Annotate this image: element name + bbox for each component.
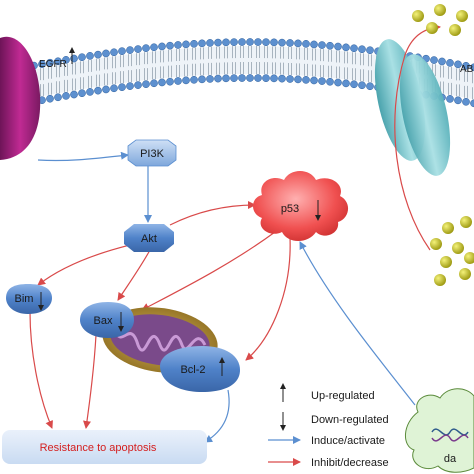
arrow-dna-p53: [299, 241, 416, 406]
egfr-label: EGFR: [39, 59, 67, 70]
bcl2-label: Bcl-2: [180, 364, 205, 376]
drug-molecule: [430, 238, 442, 250]
dna-damage-cloud: [405, 388, 474, 473]
drug-molecule: [452, 242, 464, 254]
legend-inhibit-label: Inhibit/decrease: [311, 457, 389, 469]
legend-up-label: Up-regulated: [311, 390, 375, 402]
akt-label: Akt: [141, 233, 157, 245]
abc-label: AB: [460, 64, 474, 75]
pi3k-label: PI3K: [140, 148, 165, 160]
arrow-akt-bim: [37, 244, 131, 286]
arrow-egfr-pi3k: [37, 151, 129, 162]
egfr-receptor: [0, 36, 41, 160]
akt-node: [124, 224, 174, 252]
bax-label: Bax: [94, 315, 113, 327]
arrow-bcl2-outcome: [204, 389, 230, 443]
arrow-akt-p53: [169, 201, 256, 226]
drug-molecule: [440, 256, 452, 268]
abc-transporter: [374, 39, 451, 176]
arrow-akt-bax: [117, 249, 151, 301]
outcome-box: [2, 430, 207, 464]
pi3k-node: [127, 139, 177, 167]
dna-damage-label: da: [444, 453, 457, 465]
drug-molecule: [449, 24, 461, 36]
drug-molecule: [456, 10, 468, 22]
drug-molecule: [442, 222, 454, 234]
drug-molecule: [434, 4, 446, 16]
drug-molecule: [426, 22, 438, 34]
drug-molecule: [459, 268, 471, 280]
arrow-bim-outcome: [29, 311, 53, 429]
arrow-p53-bcl2: [245, 237, 291, 361]
drug-molecule: [412, 10, 424, 22]
outcome-label: Resistance to apoptosis: [40, 442, 157, 454]
drug-molecules: [412, 4, 474, 286]
efflux-arrow: [394, 23, 441, 251]
legend-induce-label: Induce/activate: [311, 435, 385, 447]
bim-label: Bim: [15, 293, 34, 305]
legend: Up-regulated Down-regulated Induce/activ…: [268, 383, 389, 469]
arrow-bax-outcome: [83, 334, 97, 429]
legend-down-label: Down-regulated: [311, 414, 389, 426]
drug-molecule: [434, 274, 446, 286]
p53-node: [253, 171, 349, 241]
drug-molecule: [464, 252, 474, 264]
drug-molecule: [460, 216, 472, 228]
arrow-p53-bax: [141, 231, 276, 311]
p53-label: p53: [281, 203, 299, 215]
